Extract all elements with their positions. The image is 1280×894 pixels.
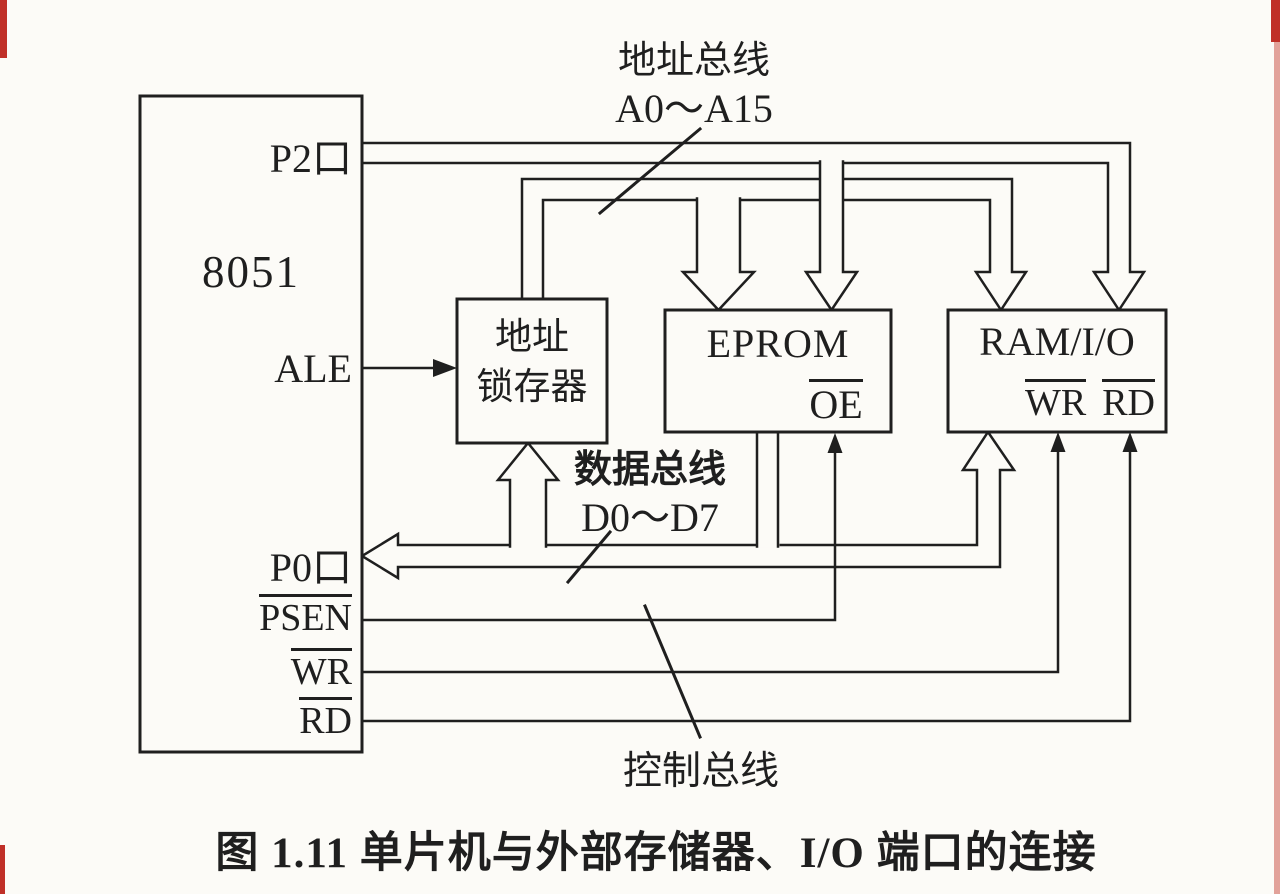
arrowhead-rd	[1122, 432, 1138, 452]
data-eprom-joint	[756, 543, 780, 548]
eprom-box	[663, 308, 893, 434]
arrowhead-ale	[433, 359, 457, 377]
pin-label-wr: WR	[228, 648, 352, 694]
line-psen	[360, 448, 837, 622]
scan-mark-right-edge	[1274, 0, 1280, 894]
bus-address-p2	[360, 141, 1147, 313]
pin-label-psen: PSEN	[208, 594, 352, 640]
line-wr	[360, 448, 1060, 674]
oe-overbar: OE	[809, 379, 863, 426]
pin-label-p0: P0口	[269, 545, 352, 590]
arrowhead-psen	[827, 433, 843, 453]
data-bus-range: D0～D7	[581, 495, 719, 540]
scan-mark-top-left	[0, 0, 7, 58]
bus-data	[359, 429, 1017, 581]
ram-wr-rd-label: WR RD	[948, 379, 1155, 425]
slash-address-bus	[597, 126, 703, 216]
mcu-title: 8051	[202, 247, 300, 297]
latch-label: 地址 锁存器	[457, 313, 607, 413]
latch-label-line1: 地址	[495, 317, 569, 358]
arrowhead-wr	[1050, 432, 1066, 452]
ram-box	[946, 308, 1168, 434]
bus-address-low	[520, 177, 1029, 313]
scan-mark-top-right	[1271, 0, 1280, 42]
data-bus-label: 数据总线 D0～D7	[543, 446, 757, 542]
eprom-oe-label: OE	[786, 379, 886, 428]
ram-rd-overbar: RD	[1102, 379, 1155, 424]
mcu-box	[138, 94, 364, 754]
wr-overbar: WR	[290, 648, 352, 693]
latch-label-line2: 锁存器	[476, 367, 588, 408]
address-bus-range: A0～A15	[615, 86, 773, 131]
address-bus-label: 地址总线 A0～A15	[588, 38, 800, 132]
ram-wr-overbar: WR	[1024, 379, 1087, 424]
line-rd	[360, 448, 1132, 723]
address-bus-name: 地址总线	[617, 40, 770, 82]
link-data-eprom	[755, 430, 780, 548]
data-bus-name: 数据总线	[573, 449, 726, 491]
latch-box	[455, 297, 609, 445]
ram-title: RAM/I/O	[979, 319, 1135, 364]
pin-label-ale: ALE	[274, 346, 352, 391]
figure-caption: 图 1.11 单片机与外部存储器、I/O 端口的连接	[215, 830, 1097, 877]
rd-overbar: RD	[299, 697, 352, 742]
pin-label-rd: RD	[228, 697, 352, 743]
psen-overbar: PSEN	[259, 594, 352, 639]
scan-mark-bottom-left	[0, 845, 5, 894]
pin-label-p2: P2口	[269, 136, 352, 181]
arrow-lowbus-to-eprom	[680, 197, 757, 312]
slash-control-bus	[643, 604, 702, 739]
slash-data-bus	[565, 529, 613, 585]
control-bus-label: 控制总线	[622, 750, 779, 793]
eprom-title: EPROM	[706, 321, 850, 366]
